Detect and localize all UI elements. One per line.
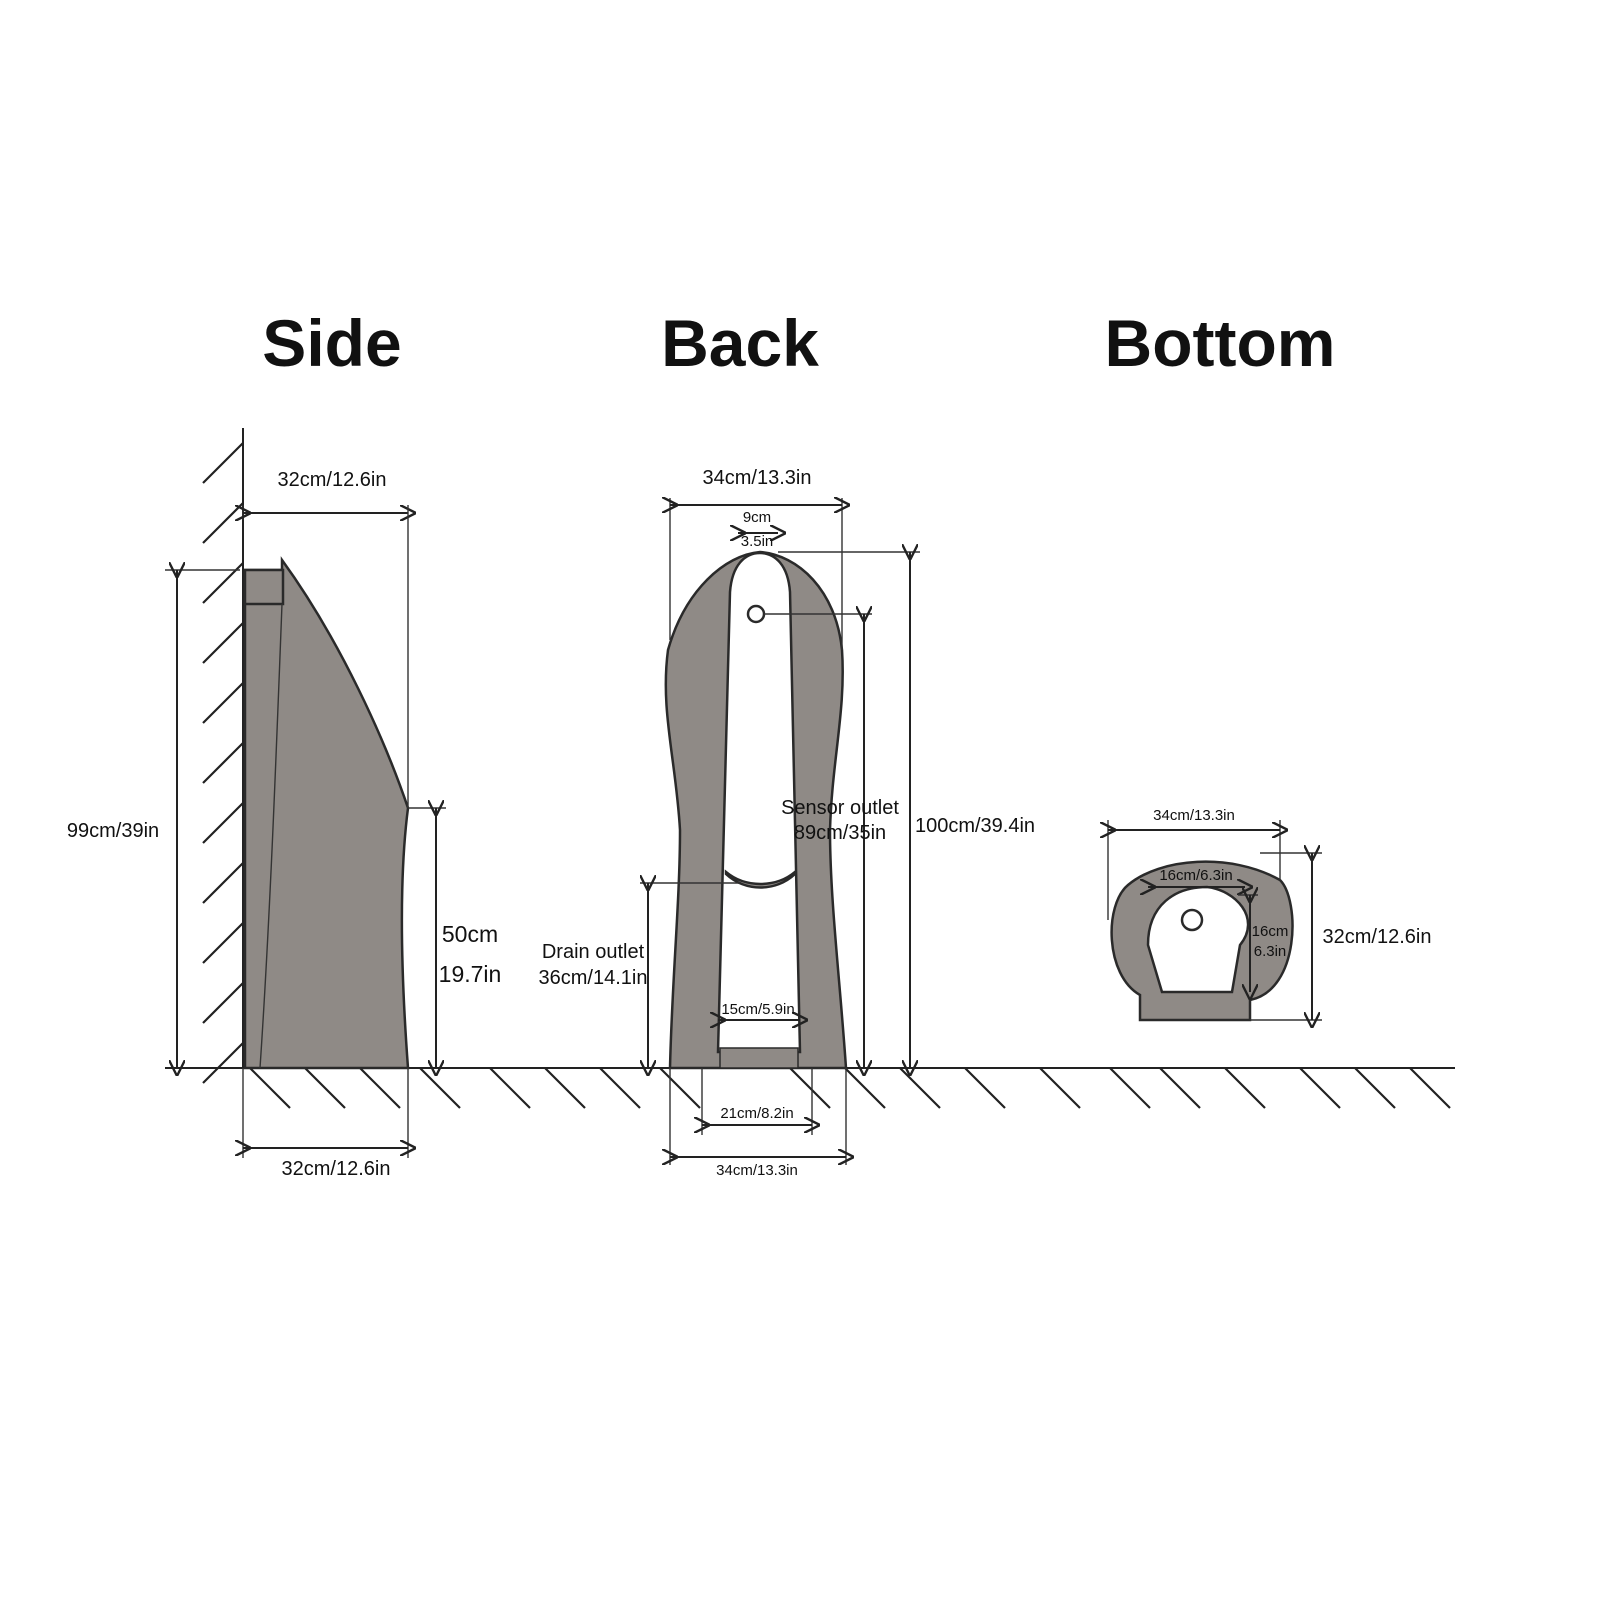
side-view: 32cm/12.6in 99cm/39in 50cm 19.7in 32cm/1… [67, 428, 501, 1180]
back-base-outer-label: 34cm/13.3in [716, 1162, 798, 1179]
back-drain-value: 36cm/14.1in [539, 967, 648, 989]
side-top-width-label: 32cm/12.6in [278, 469, 387, 491]
bottom-view: 34cm/13.3in 16cm/6.3in 16cm 6.3in 32cm/1… [1108, 807, 1431, 1020]
bottom-inner-width-label: 16cm/6.3in [1159, 867, 1232, 884]
back-inner-bottom-label: 15cm/5.9in [721, 1001, 794, 1018]
side-top-cap [243, 568, 285, 606]
back-view-title: Back [661, 306, 819, 380]
back-top-width-label: 34cm/13.3in [703, 467, 812, 489]
back-sensor-hole [746, 604, 766, 624]
wall-hatching [202, 442, 244, 1084]
bottom-inner-opening [1146, 885, 1250, 994]
back-base-inner-label: 21cm/8.2in [720, 1105, 793, 1122]
side-inner-curve [259, 603, 283, 1069]
back-sensor-label: Sensor outlet [781, 797, 899, 819]
back-top-opening-cm: 9cm [743, 509, 771, 526]
ground-hatching [249, 1067, 1451, 1109]
side-bottom-width-label: 32cm/12.6in [282, 1158, 391, 1180]
bottom-inner-height-in: 6.3in [1254, 943, 1287, 960]
back-inner-opening [716, 551, 802, 1054]
back-top-opening-in: 3.5in [741, 533, 774, 550]
side-view-title: Side [262, 306, 401, 380]
bottom-view-title: Bottom [1105, 306, 1336, 380]
bottom-depth-label: 32cm/12.6in [1323, 926, 1432, 948]
side-urinal-body [243, 556, 410, 1070]
back-drain-label: Drain outlet [542, 941, 645, 963]
back-inner-bottom-block [719, 1047, 799, 1069]
bottom-inner-height-cm: 16cm [1252, 923, 1289, 940]
bottom-drain-hole [1180, 908, 1204, 932]
back-sensor-value: 89cm/35in [794, 822, 886, 844]
back-view: 34cm/13.3in 9cm 3.5in 100cm/39.4in Senso… [539, 467, 1036, 1179]
bottom-width-label: 34cm/13.3in [1153, 807, 1235, 824]
side-front-height-in: 19.7in [439, 961, 502, 987]
ground-line [165, 1067, 1455, 1109]
side-height-label: 99cm/39in [67, 820, 159, 842]
side-front-height-cm: 50cm [442, 921, 498, 947]
back-total-height-label: 100cm/39.4in [915, 815, 1035, 837]
